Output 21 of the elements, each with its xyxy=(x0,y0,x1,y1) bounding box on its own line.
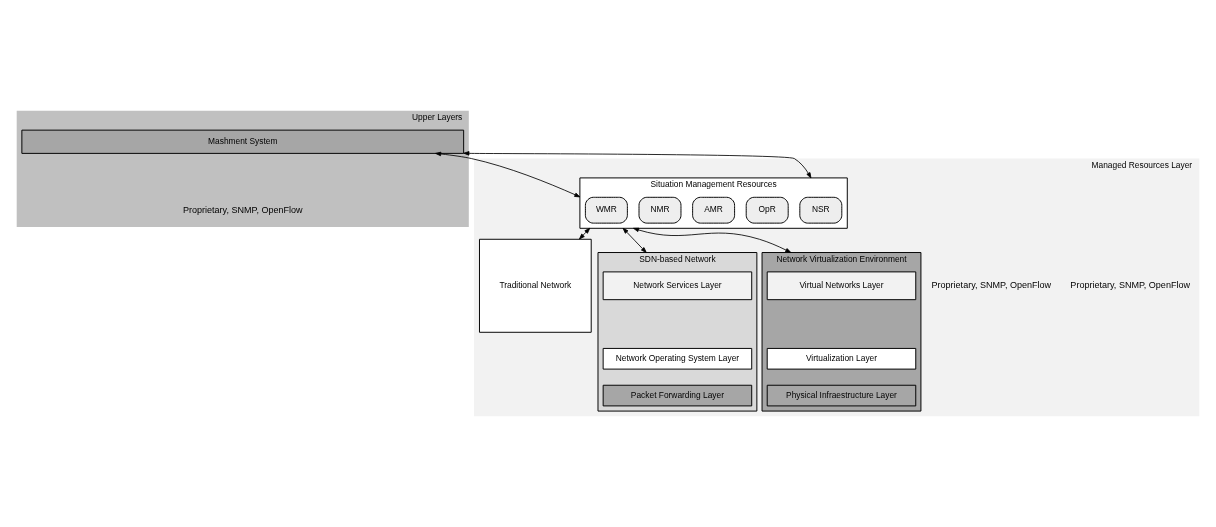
arrow xyxy=(633,227,792,253)
arrow xyxy=(435,151,581,198)
node-box: Virtualization Layer xyxy=(766,347,917,370)
arrow xyxy=(579,227,591,240)
arrow xyxy=(463,151,812,179)
node-box: Mashment System xyxy=(21,129,465,154)
node-box: Packet Forwarding Layer xyxy=(602,384,753,407)
node-box: Virtual Networks Layer xyxy=(766,271,917,301)
label: Proprietary, SNMP, OpenFlow xyxy=(1070,280,1190,291)
node-box: NSR xyxy=(799,196,843,224)
label: Proprietary, SNMP, OpenFlow xyxy=(931,280,1052,291)
node-box: AMR xyxy=(692,196,736,224)
arrow xyxy=(622,227,647,253)
node-box: NMR xyxy=(638,196,682,224)
node-box: WMR xyxy=(584,196,628,224)
node-box: Network Operating System Layer xyxy=(602,347,753,370)
node-box: Network Services Layer xyxy=(602,271,753,301)
node-box: Traditional Network xyxy=(479,238,592,333)
node-box: OpR xyxy=(745,196,789,224)
node-box: Physical Infraestructure Layer xyxy=(766,384,917,407)
label: Proprietary, SNMP, OpenFlow xyxy=(182,204,303,215)
